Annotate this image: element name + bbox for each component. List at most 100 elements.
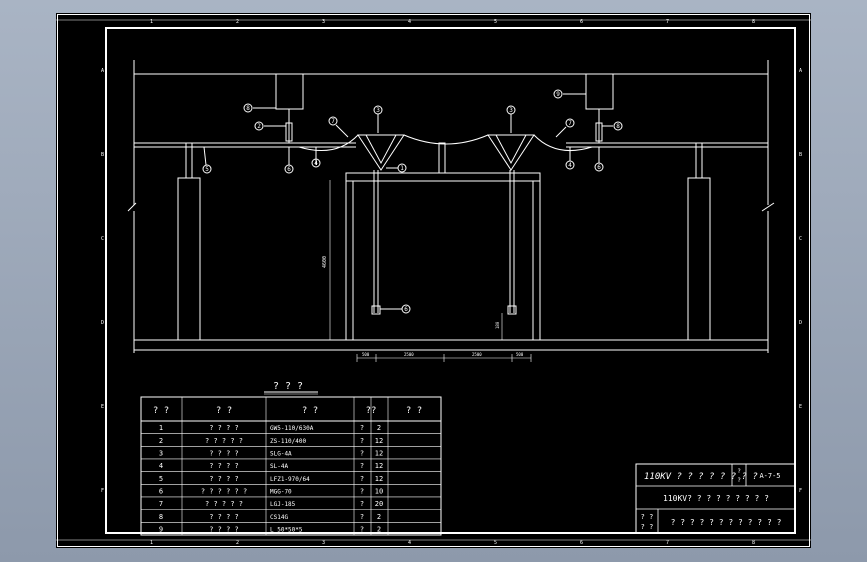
- bom-cell-unit: ?: [360, 487, 364, 495]
- callout-bubble: [202, 164, 212, 174]
- right-switch-triangle-inner: [495, 134, 527, 165]
- bom-cell-model: GW5-110/630A: [270, 425, 314, 432]
- right-conductor-sag: [533, 134, 593, 152]
- callout-label: 4: [314, 160, 318, 167]
- dimension-text: 4600: [322, 256, 328, 268]
- bom-cell-no: 6: [159, 487, 163, 495]
- col-label: 4: [408, 19, 411, 25]
- dimension-text: 180: [495, 321, 500, 329]
- bom-cell-unit: ?: [360, 525, 364, 533]
- bom-cell-qty: 20: [375, 500, 383, 508]
- col-label: 6: [580, 540, 583, 546]
- bom-cell-qty: 12: [375, 462, 383, 470]
- col-label: 5: [494, 540, 497, 546]
- outer-border: [57, 14, 810, 547]
- bom-cell-qty: 12: [375, 449, 383, 457]
- left-switch-triangle-inner: [365, 134, 397, 165]
- callout-label: 6: [287, 166, 291, 173]
- callout-label: 6: [597, 164, 601, 171]
- callout-label: 7: [331, 118, 335, 125]
- bom-cell-model: ZS-110/400: [270, 438, 307, 445]
- right-column-insulator: [695, 142, 703, 179]
- col-label: 1: [150, 19, 153, 25]
- callout-bubble: [553, 89, 563, 99]
- bom-cell-name: ? ? ? ?: [209, 449, 239, 457]
- callout-bubble: [284, 164, 294, 174]
- elevation-drawing: 8 2 6 4 5 7 3 1 6: [127, 60, 775, 362]
- bom-cell-qty: 2: [377, 525, 381, 533]
- bom-cell-unit: ?: [360, 475, 364, 483]
- bom-cell-no: 4: [159, 462, 163, 470]
- center-conductor-sag: [403, 134, 489, 145]
- title-label: ? ?: [641, 523, 654, 531]
- callout-bubble: [254, 121, 264, 131]
- right-operating-mechanism: [507, 305, 517, 315]
- col-label: 8: [752, 19, 755, 25]
- callout-label: 6: [404, 306, 408, 313]
- bom-cell-unit: ?: [360, 500, 364, 508]
- bom-cell-name: ? ? ? ? ? ?: [201, 487, 247, 495]
- left-conductor-sag: [298, 134, 359, 152]
- row-label: F: [101, 488, 104, 494]
- bom-cell-name: ? ? ? ? ?: [205, 437, 243, 445]
- left-column: [177, 177, 201, 341]
- left-switch-triangle: [357, 134, 405, 171]
- bom-cell-model: MGG-70: [270, 488, 292, 495]
- col-label: 1: [150, 540, 153, 546]
- row-label: B: [799, 152, 802, 158]
- left-insulator: [285, 122, 293, 142]
- center-frame-beam: [345, 172, 541, 182]
- dimension-text: 2500: [404, 352, 414, 357]
- row-label: A: [799, 68, 802, 74]
- bom-cell-no: 5: [159, 475, 163, 483]
- col-label: 2: [236, 19, 239, 25]
- callout-label: 3: [509, 107, 513, 114]
- bom-header-cell: ? ?: [406, 406, 422, 416]
- bom-title: ? ? ?: [273, 381, 303, 392]
- bom-cell-qty: 2: [377, 424, 381, 432]
- callout-label: 5: [205, 166, 209, 173]
- bom-cell-name: ? ? ? ?: [209, 525, 239, 533]
- title-label: ?: [737, 468, 741, 475]
- break-mark-left: [127, 202, 137, 212]
- bom-cell-name: ? ? ? ?: [209, 475, 239, 483]
- inner-border: [105, 27, 796, 534]
- dimension-text: 2500: [472, 352, 482, 357]
- callout-label: 7: [568, 120, 572, 127]
- drawing-canvas: 1 2 3 4 5 6 7 8 1 2 3 4 5 6 7 8 A B C D …: [56, 14, 811, 547]
- right-suspended-equipment: [585, 73, 614, 110]
- callout-label: 3: [376, 107, 380, 114]
- row-label: B: [101, 152, 104, 158]
- bom-cell-unit: ?: [360, 437, 364, 445]
- row-label: E: [799, 404, 802, 410]
- right-insulator: [595, 122, 603, 142]
- bom-cell-qty: 12: [375, 437, 383, 445]
- center-post-insulator: [438, 142, 446, 174]
- bom-cell-name: ? ? ? ? ?: [205, 500, 243, 508]
- callout-label: 8: [616, 123, 620, 130]
- callout-bubble: [373, 105, 383, 115]
- col-label: 5: [494, 19, 497, 25]
- bom-cell-no: 2: [159, 437, 163, 445]
- cad-drawing-sheet: 1 2 3 4 5 6 7 8 1 2 3 4 5 6 7 8 A B C D …: [56, 13, 811, 548]
- bom-rows: 1? ? ? ?GW5-110/630A?22? ? ? ? ?ZS-110/4…: [141, 424, 441, 536]
- bom-cell-no: 3: [159, 449, 163, 457]
- row-label: C: [101, 236, 104, 242]
- col-label: 4: [408, 540, 411, 546]
- col-label: 3: [322, 19, 325, 25]
- drawing-number: A-7-5: [759, 472, 780, 480]
- bom-cell-model: SL-4A: [270, 463, 288, 470]
- title-block: 110KV ? ? ? ? ? ? ? ? ? ? A-7-5 110KV? ?…: [635, 463, 796, 534]
- callout-bubble: [397, 163, 407, 173]
- row-label: A: [101, 68, 104, 74]
- col-label: 3: [322, 540, 325, 546]
- row-label: D: [799, 320, 802, 326]
- callout-bubble: [506, 105, 516, 115]
- dimension-text: 500: [516, 352, 524, 357]
- bom-header-cell: ??: [366, 406, 377, 416]
- col-label: 7: [666, 540, 669, 546]
- break-mark-right: [761, 202, 775, 212]
- col-label: 2: [236, 540, 239, 546]
- row-label: C: [799, 236, 802, 242]
- bom-cell-unit: ?: [360, 513, 364, 521]
